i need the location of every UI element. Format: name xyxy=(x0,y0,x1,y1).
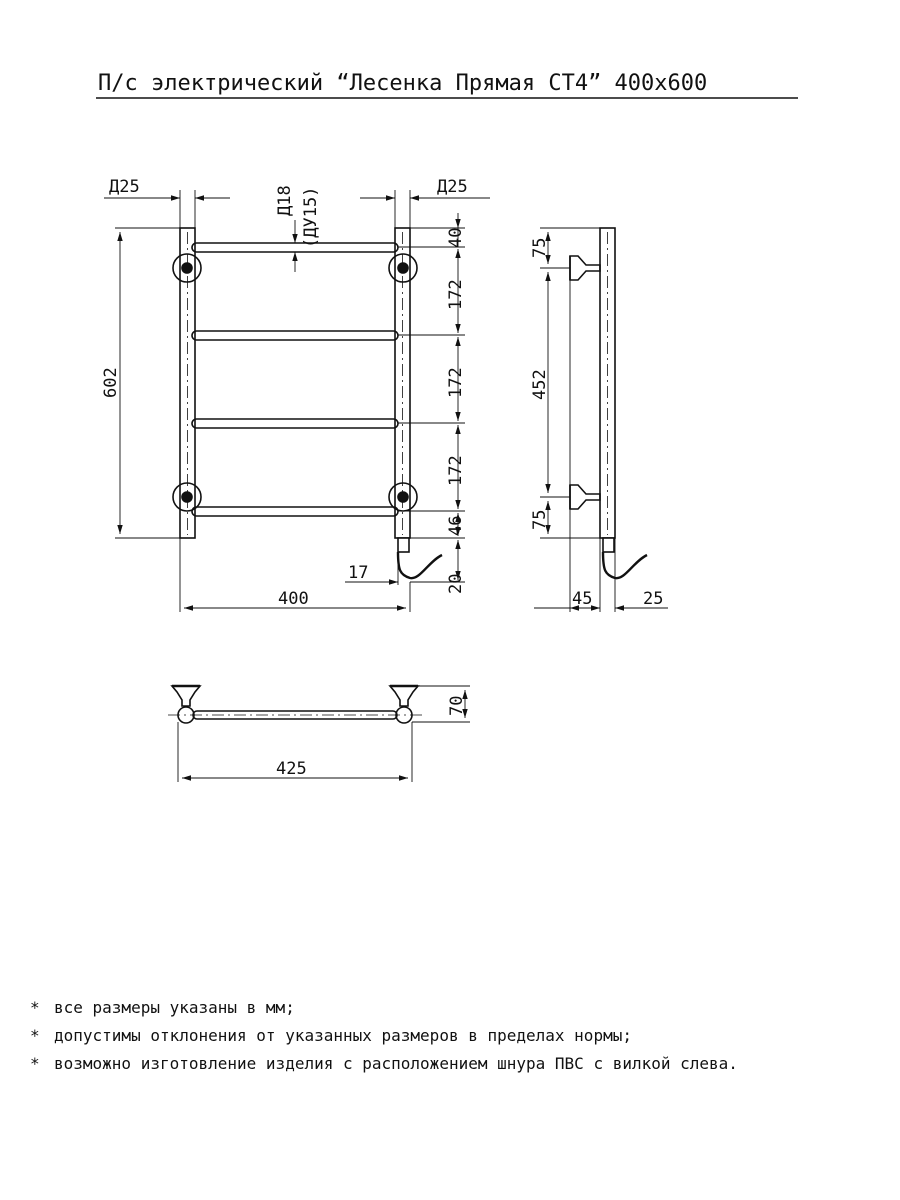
front-extension-lines xyxy=(115,190,465,612)
note-cord-side: * возможно изготовление изделия с располо… xyxy=(30,1050,890,1078)
side-bracket-bottom xyxy=(569,484,601,510)
dim-top-gap: 40 xyxy=(446,228,466,248)
side-bracket-top xyxy=(569,255,601,281)
dim-rung-size: (ДУ15) xyxy=(301,187,321,248)
note-bullet: * xyxy=(30,1026,40,1045)
top-dimension-lines xyxy=(182,690,468,781)
note-text: допустимы отклонения от указанных размер… xyxy=(54,1026,632,1045)
dim-pipe-right: Д25 xyxy=(437,177,468,197)
dim-pipe-left: Д25 xyxy=(109,177,140,197)
left-pipe xyxy=(179,227,196,539)
wall-bracket-top-right xyxy=(388,253,418,283)
dim-height: 602 xyxy=(101,367,121,398)
dim-step-3: 172 xyxy=(446,455,466,486)
rung-1 xyxy=(191,242,399,253)
rung-2 xyxy=(191,330,399,341)
rung-3 xyxy=(191,418,399,429)
drawing-title: П/с электрический “Лесенка Прямая СТ4” 4… xyxy=(98,71,707,96)
top-extension-lines xyxy=(177,685,470,782)
note-bullet: * xyxy=(30,998,40,1017)
dim-top-width: 425 xyxy=(276,759,307,779)
rung-4 xyxy=(191,506,399,517)
side-dimension-lines xyxy=(534,232,668,611)
dim-bottom-gap: 46 xyxy=(446,516,466,536)
note-bullet: * xyxy=(30,1054,40,1073)
dim-side-bottom-mount: 75 xyxy=(530,510,550,530)
note-text: возможно изготовление изделия с располож… xyxy=(54,1054,738,1073)
dim-cord-height: 20 xyxy=(446,574,466,594)
dim-side-wall-offset: 45 xyxy=(572,589,592,609)
dim-side-top-mount: 75 xyxy=(530,238,550,258)
side-extension-lines xyxy=(540,227,616,612)
dim-cord-offset: 17 xyxy=(348,563,368,583)
top-bracket-right xyxy=(388,684,420,707)
wall-bracket-top-left xyxy=(172,253,202,283)
dim-step-1: 172 xyxy=(446,279,466,310)
heating-element-plug xyxy=(396,537,443,580)
note-units: * все размеры указаны в мм; xyxy=(30,994,890,1022)
dim-side-mount-span: 452 xyxy=(530,369,550,400)
notes-block: * все размеры указаны в мм; * допустимы от… xyxy=(30,994,890,1078)
front-view xyxy=(172,227,443,580)
wall-bracket-bottom-right xyxy=(388,482,418,512)
note-text: все размеры указаны в мм; xyxy=(54,998,295,1017)
side-view xyxy=(569,227,648,580)
dim-width: 400 xyxy=(278,589,309,609)
top-view xyxy=(168,684,422,724)
dim-side-pipe-depth: 25 xyxy=(643,589,663,609)
dim-step-2: 172 xyxy=(446,367,466,398)
top-bracket-left xyxy=(170,684,202,707)
note-tolerances: * допустимы отклонения от указанных разме… xyxy=(30,1022,890,1050)
wall-bracket-bottom-left xyxy=(172,482,202,512)
dim-rung-diameter: Д18 xyxy=(275,185,295,216)
dim-top-depth: 70 xyxy=(447,696,467,716)
front-dimension-lines xyxy=(104,195,490,611)
side-plug xyxy=(601,537,648,580)
